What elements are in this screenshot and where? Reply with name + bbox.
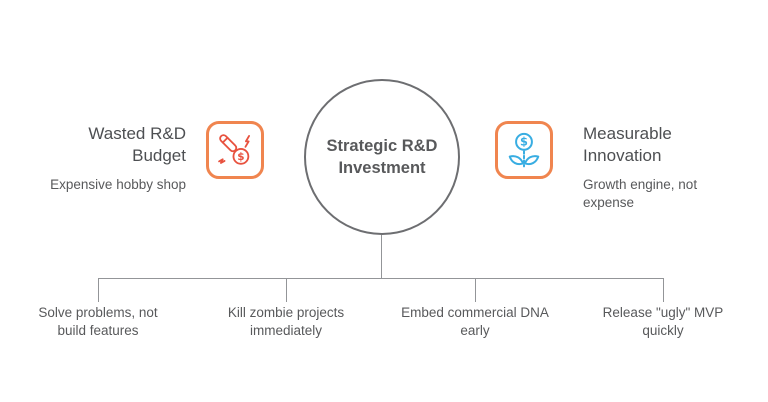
connector-tick-4 [663,278,664,302]
connector-tick-1 [98,278,99,302]
branch-3-line1: Embed commercial DNA [401,305,549,320]
right-subtitle-line2: expense [583,195,635,210]
center-title-line2: Investment [338,159,426,177]
center-node: Strategic R&D Investment [304,79,460,235]
left-heading-line2: Budget [132,146,186,165]
branch-label-kill-zombie-projects: Kill zombie projects immediately [196,304,376,340]
svg-text:$: $ [520,135,528,149]
branch-2-line2: immediately [249,323,323,338]
left-node-subtitle: Expensive hobby shop [50,177,186,192]
branch-3-line2: early [460,323,490,338]
money-plant-icon: $ [504,130,544,170]
branch-2-line1: Kill zombie projects [227,305,345,320]
branch-4-line2: quickly [642,323,684,338]
svg-text:$: $ [237,151,244,163]
left-node-heading: Wasted R&D Budget [28,123,186,167]
center-title-line1: Strategic R&D [326,137,438,155]
right-icon-badge: $ [495,121,553,179]
right-heading-line2: Innovation [583,146,662,165]
branch-label-embed-commercial-dna: Embed commercial DNA early [385,304,565,340]
left-heading-line1: Wasted R&D [88,124,186,143]
right-subtitle-line1: Growth engine, not [583,177,698,192]
branch-4-line1: Release "ugly" MVP [602,305,724,320]
right-node-heading: Measurable Innovation [583,123,733,167]
center-node-title: Strategic R&D Investment [327,135,438,179]
right-node-subtitle: Growth engine, not expense [583,176,733,212]
left-icon-badge: $ [206,121,264,179]
connector-tick-2 [286,278,287,302]
connector-tick-3 [475,278,476,302]
branch-label-release-ugly-mvp: Release "ugly" MVP quickly [573,304,753,340]
branch-1-line1: Solve problems, not [38,305,158,320]
branch-1-line2: build features [57,323,139,338]
branch-label-solve-problems: Solve problems, not build features [8,304,188,340]
crashed-rocket-coin-icon: $ [215,130,255,170]
right-heading-line1: Measurable [583,124,672,143]
connector-stem [381,235,382,278]
connector-horizontal-bar [98,278,664,279]
